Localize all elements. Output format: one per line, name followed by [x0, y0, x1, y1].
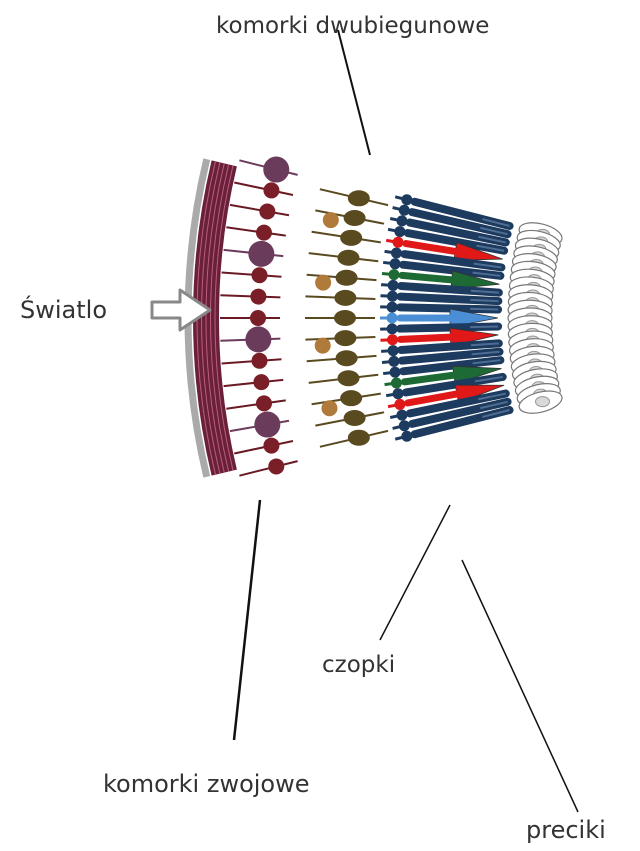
ganglion-axon — [220, 295, 280, 297]
rods-leader-line — [462, 560, 578, 812]
photoreceptor-axon — [385, 383, 397, 385]
bipolar-cell — [336, 350, 358, 366]
bipolar-cell — [334, 310, 356, 326]
photoreceptor-axon — [383, 262, 395, 263]
photoreceptor-axon — [386, 394, 398, 396]
bipolar-cell — [340, 230, 362, 246]
bipolar-cell — [337, 370, 359, 386]
bipolar-cell — [340, 390, 362, 406]
cone-inner-segment — [406, 244, 455, 252]
bipolar-cell — [348, 190, 370, 206]
photoreceptor-axon — [388, 229, 400, 231]
ganglion-cell — [256, 395, 272, 411]
photoreceptor-axon — [381, 285, 393, 286]
ganglion-cell-layer — [220, 157, 298, 476]
ganglion-axon — [239, 461, 297, 476]
amacrine-cell — [323, 212, 339, 228]
rod-highlight — [470, 326, 498, 327]
photoreceptor-axon — [385, 251, 397, 253]
photoreceptor-layer — [380, 194, 510, 442]
photoreceptor-axon — [381, 351, 393, 352]
rods-label: preciki — [526, 816, 606, 844]
bipolar-cell — [334, 290, 356, 306]
ganglion-cell — [256, 225, 272, 241]
ganglion-cell — [263, 182, 279, 198]
ganglion-cell — [250, 310, 266, 326]
ganglion-axon — [226, 227, 285, 235]
ganglion-cell — [263, 438, 279, 454]
photoreceptor-axon — [383, 372, 395, 373]
ganglion-cell — [251, 353, 267, 369]
photoreceptor-axon — [381, 296, 393, 297]
cone-inner-segment — [404, 375, 454, 382]
ganglion-cell — [254, 412, 280, 438]
bipolar-leader-line — [338, 30, 370, 155]
ganglion-cell — [253, 374, 269, 390]
rod-highlight — [470, 309, 498, 310]
ganglion-label: komorki zwojowe — [103, 770, 310, 798]
photoreceptor-axon — [381, 340, 393, 341]
bipolar-cell — [334, 330, 356, 346]
photoreceptor-axon — [386, 240, 398, 242]
cones-label: czopki — [322, 652, 395, 678]
pigment-epithelium — [508, 219, 564, 417]
bipolar-cell — [344, 410, 366, 426]
amacrine-cell — [315, 275, 331, 291]
photoreceptor-axon — [388, 404, 400, 406]
cone-inner-segment — [400, 337, 450, 339]
bipolar-cell — [344, 210, 366, 226]
bipolar-cell — [348, 430, 370, 446]
ganglion-cell — [268, 458, 284, 474]
cones-leader-line — [380, 505, 450, 640]
retina-illustration — [188, 157, 564, 477]
ganglion-cell — [250, 289, 266, 305]
ganglion-cell — [259, 203, 275, 219]
cone-inner-segment — [402, 275, 452, 280]
ganglion-cell — [251, 267, 267, 283]
photoreceptor-axon — [382, 361, 394, 362]
photoreceptor-axon — [382, 274, 394, 275]
bipolar-label: komorki dwubiegunowe — [216, 13, 489, 39]
bipolar-cell — [336, 270, 358, 286]
bipolar-cell-layer — [305, 189, 388, 447]
ganglion-leader-line — [234, 500, 260, 740]
amacrine-cell — [315, 338, 331, 354]
epithelium-nucleus — [536, 397, 550, 407]
light-label: Światlo — [20, 294, 107, 324]
ganglion-cell — [248, 241, 274, 267]
bipolar-cell — [337, 250, 359, 266]
ganglion-cell — [245, 326, 271, 352]
ganglion-axon — [226, 400, 285, 408]
rod-highlight — [470, 300, 498, 301]
amacrine-cell — [321, 400, 337, 416]
ganglion-cell — [263, 157, 289, 183]
